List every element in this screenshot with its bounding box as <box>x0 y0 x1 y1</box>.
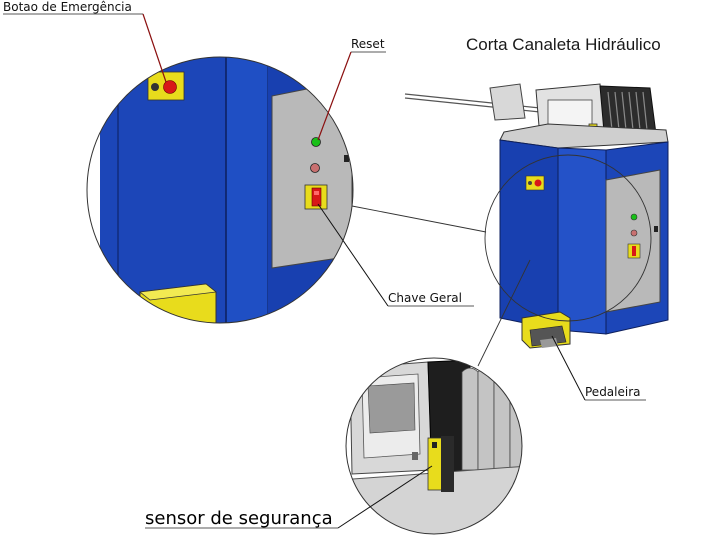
label-reset: Reset <box>351 37 385 51</box>
indicator-lamp-small <box>630 229 638 237</box>
label-main-switch: Chave Geral <box>388 291 462 305</box>
cooling-fins <box>461 367 522 471</box>
label-emergency: Botao de Emergência <box>3 0 132 14</box>
callout-emergency: Botao de Emergência <box>3 0 167 83</box>
zoom-sensor-outline <box>345 357 523 535</box>
machine-body-front <box>499 139 559 331</box>
callout-pedal: Pedaleira <box>551 335 646 401</box>
label-sensor: sensor de segurança <box>145 508 333 529</box>
side-control-panel <box>605 169 661 313</box>
label-pedal: Pedaleira <box>585 385 641 399</box>
machine-body-edge <box>557 147 607 335</box>
leader-bottom-detail <box>477 259 531 367</box>
reset-lamp-small <box>630 213 638 221</box>
callout-main-switch: Chave Geral <box>317 203 474 307</box>
safety-sensor <box>412 436 454 492</box>
leader-left-detail <box>351 205 487 233</box>
zoom-sensor-detail <box>346 358 522 534</box>
pedal-top-detail <box>139 283 217 323</box>
zoom-panel-outline <box>86 56 354 324</box>
main-switch <box>304 184 328 210</box>
indicator-lamp <box>310 163 320 173</box>
reset-lamp <box>311 137 321 147</box>
detail-circle-outline <box>484 154 652 322</box>
zoom-panel-detail <box>87 57 353 323</box>
machine-main-view <box>404 83 669 349</box>
emergency-button <box>147 71 185 101</box>
callout-sensor: sensor de segurança <box>145 465 433 529</box>
pedal-small <box>521 311 571 349</box>
diagram-title: Corta Canaleta Hidráulico <box>466 35 661 54</box>
callout-reset: Reset <box>317 37 386 141</box>
feed-rail <box>404 83 541 121</box>
